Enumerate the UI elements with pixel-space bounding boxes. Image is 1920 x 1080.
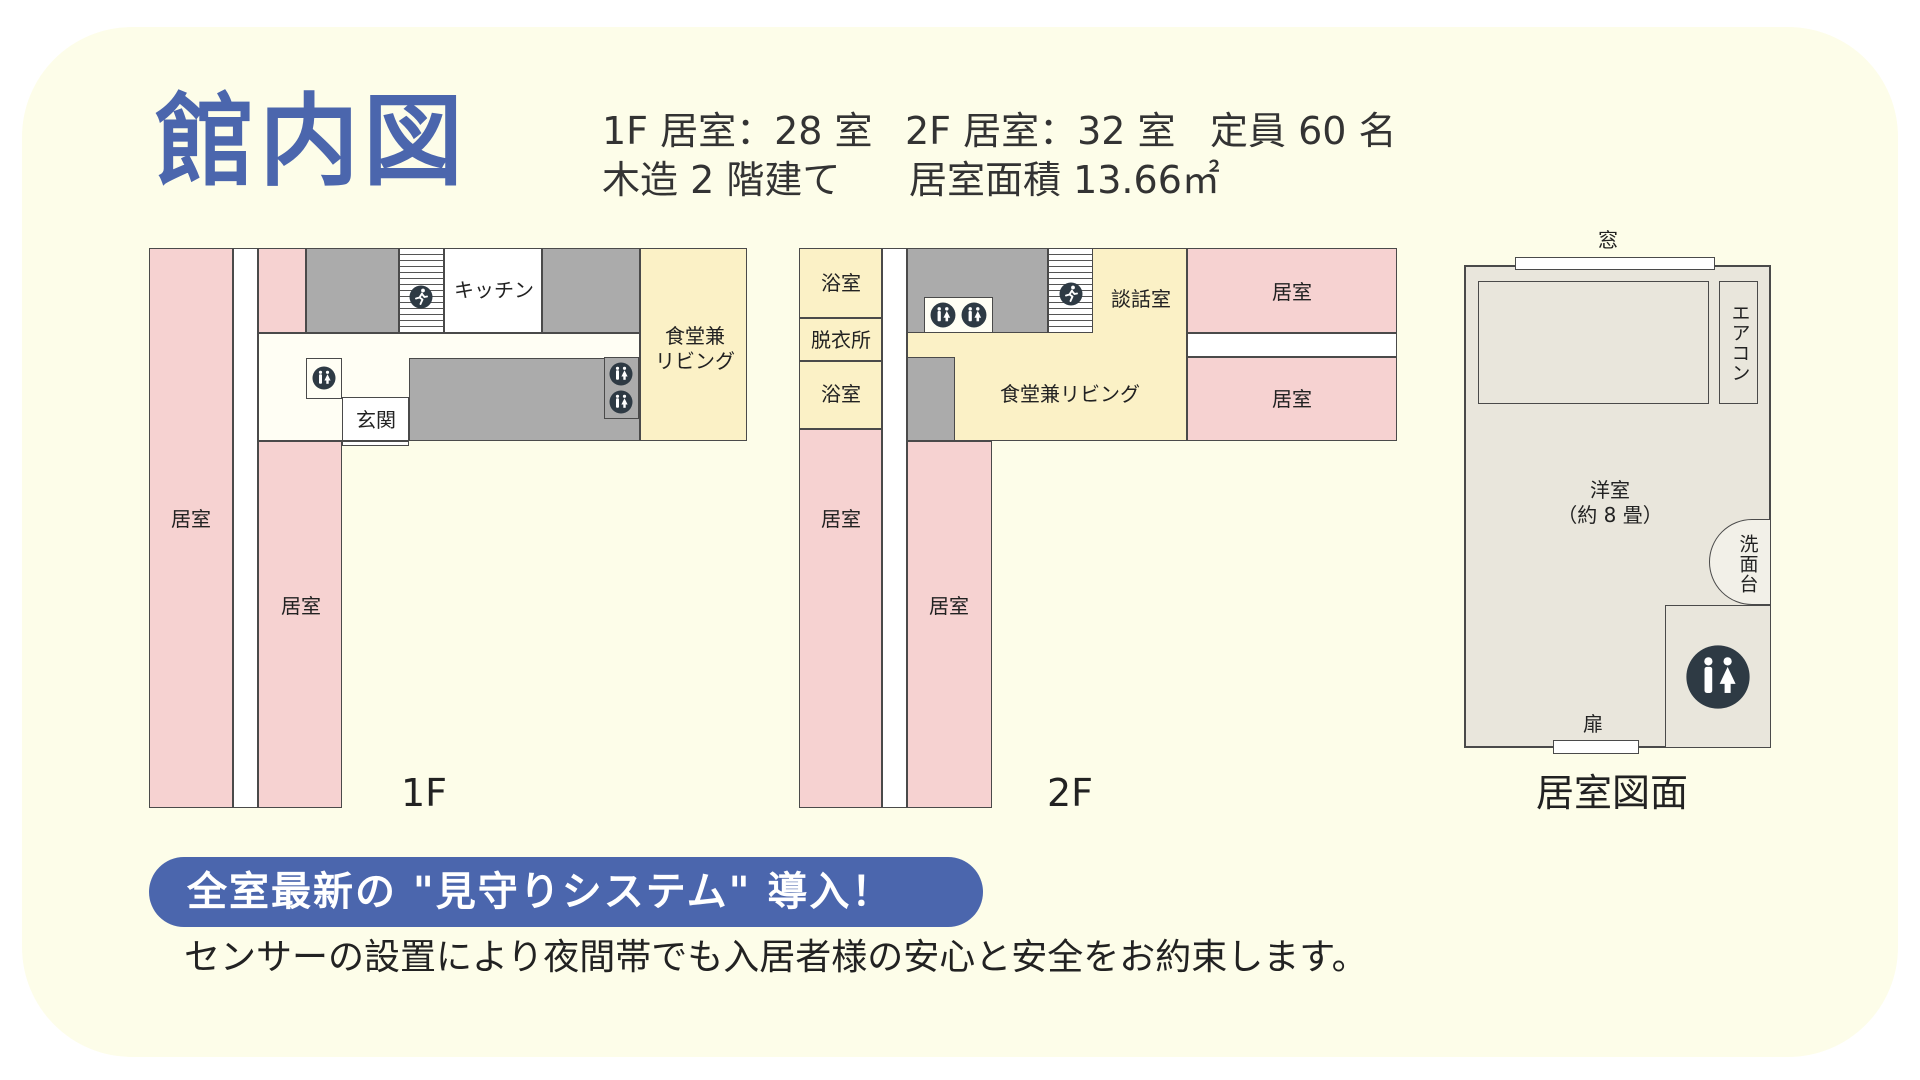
info-rooms-2f: 2F 居室：32 室 (905, 109, 1176, 153)
resident-room-1f-west: 居室 (149, 248, 233, 808)
service-area-1f-c (409, 358, 640, 441)
running-person-icon (409, 285, 433, 309)
feature-banner-text: 全室最新の "見守りシステム" 導入！ (187, 869, 894, 915)
kitchen-1f: キッチン (444, 248, 542, 333)
bathroom-label: 浴室 (821, 271, 861, 295)
corridor-2f-east (1187, 333, 1397, 357)
restroom-icon (609, 390, 633, 414)
dining-living-label: 食堂兼リビング (1000, 382, 1140, 406)
description-text: センサーの設置により夜間帯でも入居者様の安心と安全をお約束します。 (184, 937, 1368, 978)
staircase-2f (1048, 248, 1093, 333)
restroom-1f-pair (604, 357, 639, 419)
door (1553, 740, 1639, 754)
dining-living-label: 食堂兼 リビング (655, 324, 735, 374)
room-type-label: 洋室 （約 8 畳） (1557, 478, 1662, 528)
floor-label-2f: 2F (1046, 771, 1094, 815)
resident-room-2f-east-lower: 居室 (1187, 357, 1397, 441)
bathroom-2f-upper: 浴室 (799, 248, 882, 318)
restroom-icon (312, 366, 336, 390)
entrance-step (342, 441, 409, 446)
toilet-room (1665, 605, 1771, 748)
dining-label-line1: 食堂兼 (665, 324, 725, 348)
bathroom-2f-lower: 浴室 (799, 361, 882, 429)
room-label: 居室 (821, 507, 861, 531)
resident-room-2f-west: 居室 (799, 429, 882, 808)
room-type: 洋室 (1589, 478, 1630, 502)
room-plan-caption: 居室図面 (1535, 771, 1689, 815)
resident-room-1f-inner: 居室 (258, 441, 342, 808)
feature-banner: 全室最新の "見守りシステム" 導入！ (149, 857, 983, 927)
restroom-2f (924, 297, 993, 333)
info-room-area: 居室面積 13.66㎡ (909, 158, 1220, 202)
corridor-1f (233, 248, 258, 808)
room-label: 居室 (1272, 280, 1312, 304)
info-structure: 木造 2 階建て (602, 158, 841, 202)
page-title: 館内図 (155, 83, 467, 200)
washbasin: 洗面台 (1709, 519, 1771, 605)
lounge-label: 談話室 (1111, 287, 1171, 311)
toilet-icon (1686, 645, 1750, 709)
staircase-1f (399, 248, 444, 333)
room-label: 居室 (1272, 387, 1312, 411)
bed (1478, 281, 1709, 404)
entrance-1f: 玄関 (342, 397, 409, 441)
door-label: 扉 (1583, 712, 1603, 736)
service-area-1f-b (542, 248, 640, 333)
air-conditioner: エアコン (1719, 281, 1758, 404)
entrance-label: 玄関 (356, 408, 396, 432)
small-room-1f (258, 248, 306, 333)
room-label: 居室 (281, 594, 321, 618)
dressing-room-label: 脱衣所 (811, 328, 871, 352)
bathroom-label: 浴室 (821, 382, 861, 406)
air-conditioner-label: エアコン (1728, 303, 1751, 383)
restroom-icon (961, 302, 987, 328)
dressing-room-2f: 脱衣所 (799, 318, 882, 361)
dining-living-1f: 食堂兼 リビング (640, 248, 747, 441)
dining-label-line2: リビング (655, 349, 735, 373)
restroom-1f-entrance (306, 358, 342, 399)
restroom-icon (609, 362, 633, 386)
running-person-icon (1059, 282, 1083, 306)
room-label: 居室 (171, 507, 211, 531)
floor-label-1f: 1F (400, 771, 448, 815)
service-area-2f-b (907, 357, 955, 441)
resident-room-2f-inner: 居室 (907, 441, 992, 808)
info-rooms-1f: 1F 居室：28 室 (602, 109, 873, 153)
restroom-icon (930, 302, 956, 328)
info-capacity: 定員 60 名 (1210, 109, 1397, 153)
kitchen-label: キッチン (454, 278, 534, 302)
resident-room-2f-east-upper: 居室 (1187, 248, 1397, 333)
service-area-1f-a (306, 248, 399, 333)
window-label: 窓 (1598, 228, 1618, 252)
room-label: 居室 (929, 594, 969, 618)
corridor-2f (882, 248, 907, 808)
room-size: （約 8 畳） (1557, 503, 1663, 527)
window (1515, 257, 1715, 270)
washbasin-label: 洗面台 (1736, 534, 1759, 594)
